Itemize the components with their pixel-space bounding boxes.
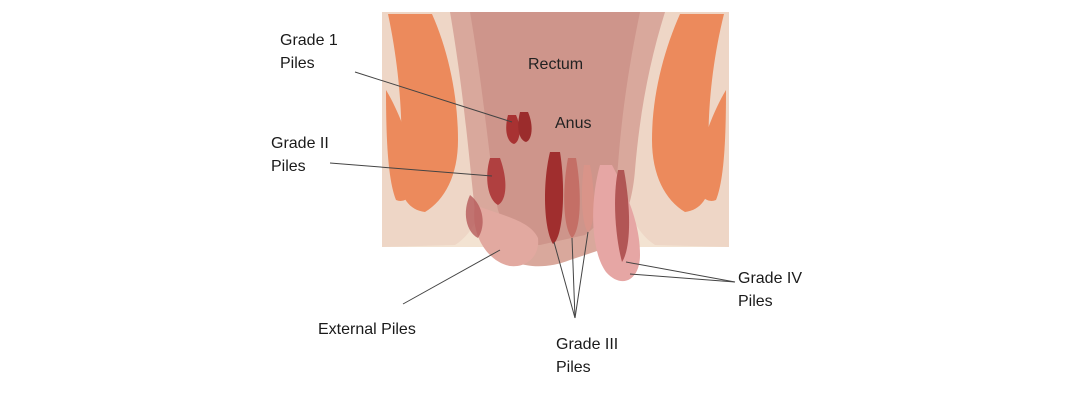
grade3-pile-b [564, 158, 580, 238]
rectum-label: Rectum [528, 56, 584, 73]
grade3-pile-a [544, 152, 564, 244]
grade3-label: Grade III Piles [556, 333, 618, 379]
grade1-label: Grade 1 Piles [280, 29, 338, 75]
grade3-pile-c [581, 165, 594, 232]
leader-external [402, 249, 501, 305]
grade2-label: Grade II Piles [271, 132, 329, 178]
leader-grade3-a [553, 241, 576, 319]
leader-grade4-b [629, 273, 736, 283]
leader-grade2 [329, 162, 493, 177]
grade1-label-line1: Grade 1 [280, 32, 338, 49]
grade1-pile-b [518, 112, 532, 142]
external-piles-label: External Piles [318, 321, 416, 338]
leader-grade1 [354, 71, 513, 123]
leader-grade3-b [571, 237, 576, 319]
leader-lines [329, 71, 736, 319]
grade1-label-line2: Piles [280, 55, 315, 72]
left-muscle-band-inner [386, 90, 416, 201]
grade2-label-line1: Grade II [271, 135, 329, 152]
right-muscle-band-inner [696, 90, 726, 201]
grade4-pile-vessels [615, 170, 630, 262]
grade3-label-line1: Grade III [556, 336, 619, 353]
grade1-pile-a [506, 115, 520, 144]
grade4-label: Grade IV Piles [738, 267, 802, 313]
grade3-label-line2: Piles [556, 359, 591, 376]
leader-grade3-c [574, 231, 589, 319]
grade4-label-line1: Grade IV [738, 270, 803, 287]
anus-label: Anus [555, 115, 592, 132]
grade2-pile [487, 158, 506, 205]
leader-grade4-a [625, 261, 736, 283]
left-vascular-cluster [465, 195, 483, 238]
grade2-label-line2: Piles [271, 158, 306, 175]
external-pile [474, 205, 539, 267]
grade4-label-line2: Piles [738, 293, 773, 310]
